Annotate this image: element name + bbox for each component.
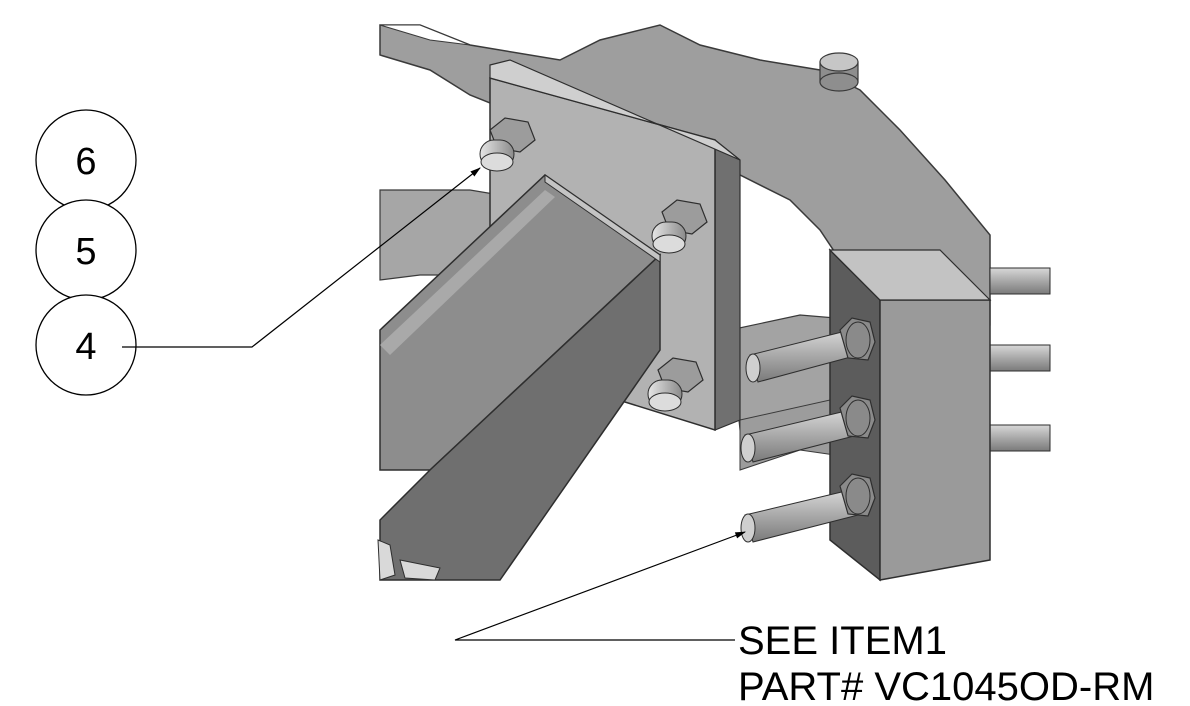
- balloon-number: 4: [75, 326, 96, 368]
- note-line-2: PART# VC1045OD-RM: [738, 665, 1154, 706]
- tube-arm-end-face: [544, 174, 661, 263]
- item-balloon-6: 6: [35, 109, 137, 211]
- weld-detail: [377, 539, 441, 581]
- item-balloon-5: 5: [35, 199, 137, 301]
- arm-plate-bolt: [479, 117, 536, 172]
- item-balloon-4: 4: [35, 294, 137, 396]
- locating-pin: [819, 52, 859, 92]
- assembly-illustration: [377, 24, 1051, 582]
- arm-plate-bolt: [647, 357, 704, 412]
- arm-plate-bolt: [651, 199, 708, 254]
- clamp-nut: [839, 473, 876, 517]
- threaded-rods-right: [989, 267, 1051, 452]
- balloon-number: 6: [75, 141, 96, 183]
- clamp-block-side: [879, 299, 991, 581]
- clamp-nut: [839, 395, 876, 439]
- balloon-leader: [122, 167, 481, 348]
- leader-lines: [122, 167, 747, 641]
- clamp-rod: [745, 329, 859, 383]
- arm-mount-plate-top: [489, 59, 741, 161]
- reference-note: SEE ITEM1 PART# VC1045OD-RM: [738, 619, 1154, 706]
- tube-arm-highlight: [380, 190, 555, 355]
- note-line-1: SEE ITEM1: [738, 619, 947, 663]
- clamp-rod: [740, 409, 859, 463]
- clamp-block-top: [828, 249, 992, 301]
- note-leader: [454, 531, 747, 641]
- balloon-number: 5: [75, 231, 96, 273]
- top-plate-cutout: [379, 24, 471, 46]
- item-balloons: 6 5 4: [35, 109, 137, 396]
- arm-mount-plate-side: [714, 138, 741, 431]
- clamp-nut: [839, 317, 876, 361]
